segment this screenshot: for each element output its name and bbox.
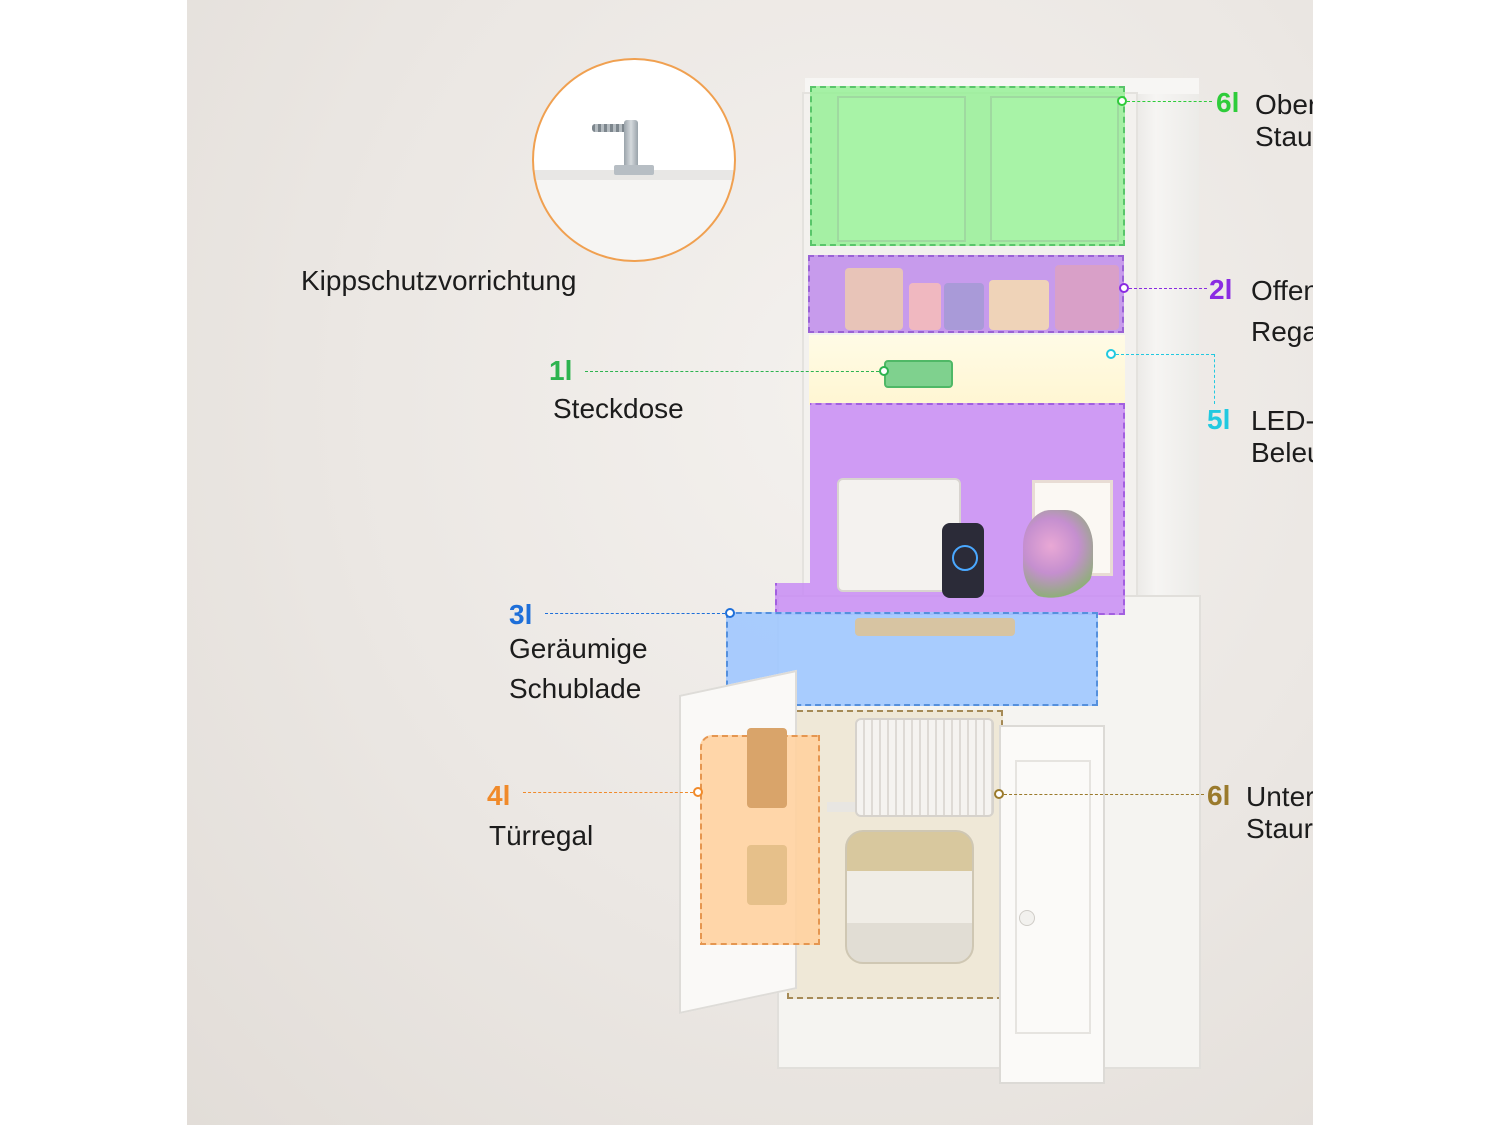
- callout-dot: [994, 789, 1004, 799]
- callout-label: LED-Beleuchtung: [1251, 405, 1313, 468]
- bracket-icon: [624, 120, 638, 170]
- shelf-canister: [989, 280, 1049, 330]
- callout-label: Schublade: [509, 673, 642, 704]
- bracket-foot: [614, 165, 654, 175]
- callout-label: Unterer Stauraum: [1246, 781, 1313, 844]
- storage-basket: [855, 718, 994, 817]
- callout-line: [1004, 794, 1204, 795]
- callout-number: 6l: [1216, 87, 1240, 118]
- callout-dot: [1119, 283, 1129, 293]
- upper-door-left: [837, 96, 966, 242]
- led-glow: [809, 335, 1125, 405]
- callout-label: Steckdose: [553, 393, 684, 424]
- callout-dot: [1106, 349, 1116, 359]
- callout-line: [545, 613, 725, 614]
- callout-number: 2l: [1209, 274, 1233, 305]
- callout-line: [1129, 288, 1207, 289]
- drawer-spices: [855, 618, 1015, 636]
- callout-label: Türregal: [489, 820, 594, 851]
- door-spice-jars: [747, 845, 787, 905]
- callout-dot: [693, 787, 703, 797]
- callout-line: [523, 792, 693, 793]
- callout-line: [1127, 101, 1212, 102]
- callout-label: Oberer Stauraum: [1255, 89, 1313, 152]
- shelf-jars: [845, 268, 903, 330]
- multicooker: [845, 830, 974, 964]
- callout-label: Offene: [1251, 275, 1313, 306]
- callout-number: 3l: [509, 599, 533, 630]
- product-stage: Kippschutzvorrichtung 6l Oberer Stauraum…: [187, 0, 1313, 1125]
- callout-line: [1214, 354, 1215, 404]
- screw-icon: [592, 124, 630, 132]
- upper-door-right: [990, 96, 1119, 242]
- wireless-charging-icon: [952, 545, 978, 571]
- inset-caption: Kippschutzvorrichtung: [301, 265, 577, 296]
- shelf-bottles: [1055, 265, 1119, 330]
- callout-number: 4l: [487, 780, 511, 811]
- callout-dot: [879, 366, 889, 376]
- callout-number: 5l: [1207, 404, 1231, 435]
- callout-line: [1116, 354, 1214, 355]
- shelf-canister: [944, 283, 984, 330]
- flower-vase: [1023, 510, 1093, 600]
- power-socket: [884, 360, 953, 388]
- door-knob: [1019, 910, 1035, 926]
- callout-label: Regalböden: [1251, 316, 1313, 347]
- callout-line: [585, 371, 879, 372]
- shelf-canister: [909, 283, 941, 330]
- callout-dot: [725, 608, 735, 618]
- anti-tip-inset: [532, 58, 736, 262]
- callout-dot: [1117, 96, 1127, 106]
- door-inner-panel: [1015, 760, 1091, 1034]
- callout-label: Geräumige: [509, 633, 648, 664]
- door-spice-bottles: [747, 728, 787, 808]
- callout-number: 1l: [549, 355, 573, 386]
- callout-number: 6l: [1207, 780, 1231, 811]
